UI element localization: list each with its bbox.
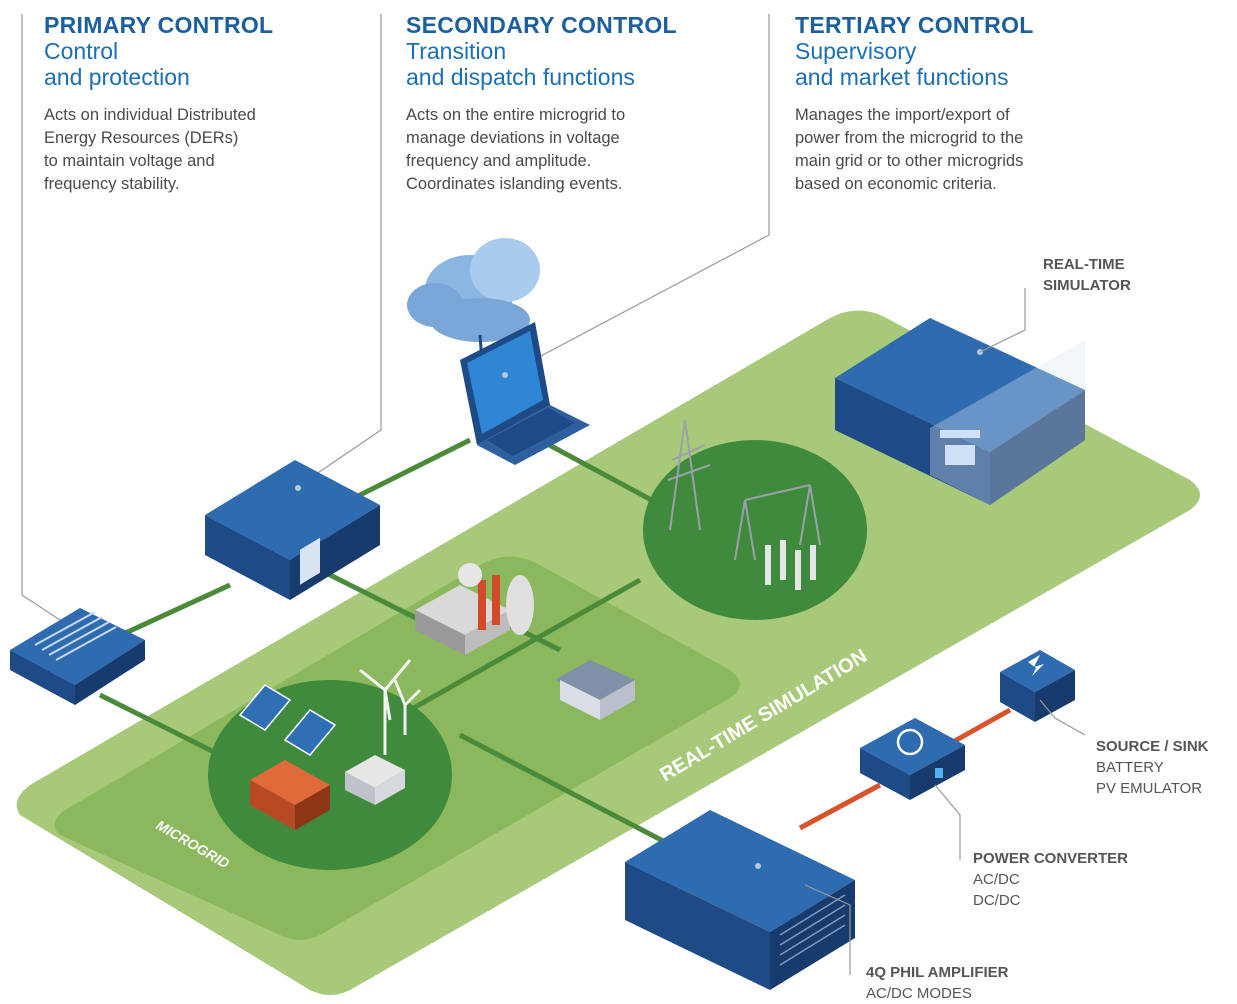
primary-control-title: PRIMARY CONTROL — [44, 12, 274, 38]
source-sink-line: PV EMULATOR — [1096, 780, 1203, 797]
transmission-tower-icon — [667, 419, 821, 561]
house-icon — [555, 660, 635, 720]
desc-line: manage deviations in voltage — [406, 129, 620, 147]
primary-control-subtitle-2: and protection — [44, 64, 190, 90]
insulator-icons — [765, 540, 816, 590]
secondary-control-description: Acts on the entire microgrid to manage d… — [406, 104, 726, 196]
simulator-label: REAL-TIME SIMULATOR — [1043, 254, 1131, 296]
desc-line: to maintain voltage and — [44, 152, 215, 170]
desc-line: Coordinates islanding events. — [406, 175, 623, 193]
desc-line: Acts on individual Distributed — [44, 106, 256, 124]
laptop-icon — [460, 322, 590, 465]
amplifier-title: 4Q PHIL AMPLIFIER — [866, 964, 1009, 981]
tertiary-leader-line — [504, 14, 770, 376]
simulator-leader-line — [979, 288, 1026, 353]
secondary-control-block: SECONDARY CONTROL Transition and dispatc… — [406, 12, 726, 196]
amplifier-label: 4Q PHIL AMPLIFIER AC/DC MODES — [866, 962, 1009, 1004]
desc-line: power from the microgrid to the — [795, 129, 1024, 147]
source-sink-label: SOURCE / SINK BATTERY PV EMULATOR — [1096, 736, 1209, 799]
secondary-controller-box — [205, 460, 380, 600]
desc-line: Acts on the entire microgrid to — [406, 106, 626, 124]
power-converter-line: AC/DC — [973, 871, 1020, 888]
desc-line: based on economic criteria. — [795, 175, 997, 193]
secondary-control-subtitle-2: and dispatch functions — [406, 64, 635, 90]
connection-lines — [98, 437, 692, 858]
tertiary-control-description: Manages the import/export of power from … — [795, 104, 1125, 196]
power-line-amp-converter — [798, 782, 882, 831]
power-converter-box — [860, 718, 965, 800]
desc-line: frequency and amplitude. — [406, 152, 592, 170]
solar-panel-icon — [238, 684, 337, 756]
wind-turbine-icon — [359, 659, 422, 755]
secondary-control-subtitle-1: Transition — [406, 38, 507, 64]
power-converter-line: DC/DC — [973, 892, 1021, 909]
primary-control-block: PRIMARY CONTROL Control and protection A… — [44, 12, 344, 196]
source-leader-line — [1039, 699, 1086, 736]
desc-line: Manages the import/export of — [795, 106, 1010, 124]
primary-control-description: Acts on individual Distributed Energy Re… — [44, 104, 344, 196]
source-sink-line: BATTERY — [1096, 759, 1164, 776]
real-time-simulator — [835, 318, 1085, 505]
grid-circle — [643, 440, 867, 620]
converter-leader-line — [934, 784, 961, 860]
source-sink-title: SOURCE / SINK — [1096, 738, 1209, 755]
power-converter-title: POWER CONVERTER — [973, 850, 1129, 867]
generator-icon — [250, 760, 330, 830]
simulator-label-line: REAL-TIME — [1043, 256, 1125, 273]
desc-line: frequency stability. — [44, 175, 180, 193]
secondary-leader-line — [299, 14, 382, 486]
primary-leader-line — [21, 14, 61, 621]
secondary-control-title: SECONDARY CONTROL — [406, 12, 677, 38]
primary-controller-box — [10, 608, 145, 705]
amplifier-leader-line — [804, 884, 851, 975]
factory-icon — [415, 563, 534, 655]
tertiary-control-title: TERTIARY CONTROL — [795, 12, 1034, 38]
desc-line: main grid or to other microgrids — [795, 152, 1024, 170]
microgrid-circle — [208, 680, 452, 870]
source-sink-box — [1000, 650, 1075, 722]
amplifier-line: AC/DC MODES — [866, 985, 972, 1002]
tertiary-control-subtitle-1: Supervisory — [795, 38, 917, 64]
primary-control-subtitle-1: Control — [44, 38, 119, 64]
desc-line: Energy Resources (DERs) — [44, 129, 239, 147]
tertiary-control-subtitle-2: and market functions — [795, 64, 1009, 90]
power-converter-label: POWER CONVERTER AC/DC DC/DC — [973, 848, 1128, 911]
tertiary-control-block: TERTIARY CONTROL Supervisory and market … — [795, 12, 1125, 196]
battery-icon — [345, 755, 405, 805]
simulator-label-line: SIMULATOR — [1043, 277, 1131, 294]
amplifier-box — [625, 810, 855, 990]
cloud-icon — [407, 238, 540, 342]
